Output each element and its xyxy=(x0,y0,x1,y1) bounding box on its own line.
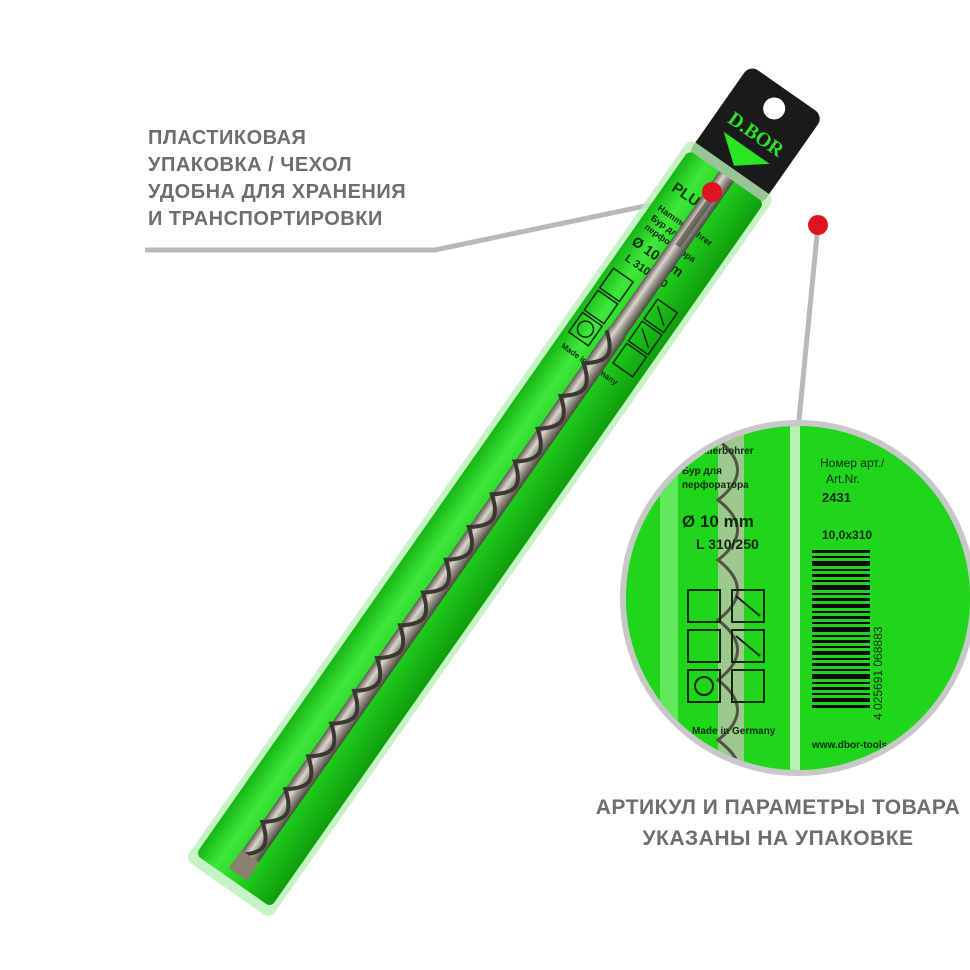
article-label-ru: Номер арт./ xyxy=(820,456,885,470)
zoom-sleeve-edge-left xyxy=(660,426,678,770)
caption-line: И ТРАНСПОРТИРОВКИ xyxy=(148,208,383,230)
drill-flute-helix xyxy=(239,329,612,857)
drill-shank-groove xyxy=(675,187,721,248)
hang-hole xyxy=(763,97,786,120)
drill-bit xyxy=(228,171,734,881)
barcode-number: 4 025691 068883 xyxy=(871,626,885,720)
caption-line: АРТИКУЛ И ПАРАМЕТРЫ ТОВАРА xyxy=(595,796,961,819)
safety-pictograms xyxy=(567,267,679,378)
article-number: 2431 xyxy=(822,490,851,505)
brand-logo-mark xyxy=(723,131,770,166)
zoom-divider xyxy=(790,426,800,770)
zoom-callout: 4 025691 068883 Hammerbohrer Бур для пер… xyxy=(620,420,970,776)
caption-line: УКАЗАНЫ НА УПАКОВКЕ xyxy=(642,827,914,850)
zoom-made-in: Made in Germany xyxy=(692,726,776,737)
drill-tip xyxy=(228,850,260,881)
zoom-diameter: Ø 10 mm xyxy=(682,512,754,531)
zoom-pictograms xyxy=(687,589,765,703)
marker-dot-right xyxy=(808,215,828,235)
caption-article-info: АРТИКУЛ И ПАРАМЕТРЫ ТОВАРА УКАЗАНЫ НА УП… xyxy=(588,792,968,854)
caption-line: УПАКОВКА / ЧЕХОЛ xyxy=(148,154,353,176)
zoom-type-de: Hammerbohrer xyxy=(682,446,754,457)
leader-line-top xyxy=(145,189,713,253)
barcode xyxy=(812,550,870,708)
zoom-type-ru-2: перфоратора xyxy=(682,480,749,491)
zoom-drill-helix xyxy=(715,438,739,770)
article-size: 10,0x310 xyxy=(822,528,873,542)
caption-packaging: ПЛАСТИКОВАЯ УПАКОВКА / ЧЕХОЛ УДОБНА ДЛЯ … xyxy=(148,125,406,233)
marker-dot-left xyxy=(702,182,722,202)
drill-package: D.BOR PLUS Hammerbohrer Бур для перфорат… xyxy=(188,68,820,916)
caption-line: ПЛАСТИКОВАЯ xyxy=(148,127,307,149)
zoom-type-ru-1: Бур для xyxy=(682,466,722,477)
leader-line-right xyxy=(795,224,821,431)
caption-line: УДОБНА ДЛЯ ХРАНЕНИЯ xyxy=(148,181,407,203)
article-website: www.dbor-tools xyxy=(812,740,888,751)
article-label-de: Art.Nr. xyxy=(826,472,861,486)
zoom-length: L 310/250 xyxy=(696,536,759,552)
zoom-callout-art: 4 025691 068883 xyxy=(626,426,970,770)
